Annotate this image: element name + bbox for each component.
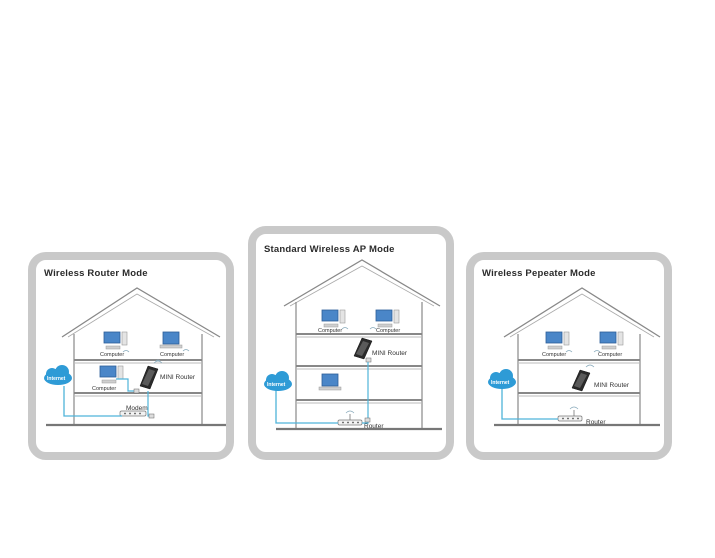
plug-icon	[365, 357, 372, 363]
mini-router-icon	[139, 359, 163, 390]
computer-label: Computer	[542, 352, 566, 358]
panel-wireless-router-mode: Wireless Router Mode Computer Computer	[28, 252, 234, 460]
computer-icon	[545, 331, 573, 353]
computer-label: Computer	[100, 352, 124, 358]
computer-label: Computer	[160, 352, 184, 358]
computer-icon	[99, 365, 124, 384]
computer-icon	[103, 331, 130, 353]
internet-cable	[275, 390, 338, 424]
internet-cable	[63, 386, 122, 417]
router-icon	[337, 410, 363, 426]
house-diagram: Computer Computer MINI Router Router	[488, 287, 661, 427]
computer-label: Computer	[376, 328, 400, 334]
roof	[61, 287, 221, 338]
internet-cloud-icon: Internet	[44, 365, 72, 385]
house-diagram: Computer Computer MINI Router	[264, 259, 442, 431]
laptop-icon	[159, 331, 190, 352]
computer-label: Computer	[92, 386, 116, 392]
router-modem-cable	[147, 391, 150, 417]
internet-label: Internet	[47, 376, 66, 382]
mini-router-label: MINI Router	[372, 350, 408, 357]
plug-icon	[364, 417, 371, 423]
internet-cloud-icon: Internet	[488, 369, 516, 389]
panel-wireless-repeater-mode: Wireless Pepeater Mode Computer Computer	[466, 252, 672, 460]
router-ap-cable	[362, 362, 369, 424]
computer-cable	[116, 378, 136, 392]
mini-router-icon	[571, 364, 595, 392]
mini-router-icon	[353, 337, 373, 360]
computer-label: Computer	[598, 352, 622, 358]
modem-label: Modem	[126, 405, 148, 412]
plug-icon	[148, 413, 155, 419]
computer-icon	[369, 309, 400, 330]
panel-title: Standard Wireless AP Mode	[264, 244, 395, 255]
computer-icon	[321, 309, 349, 330]
modem-icon	[119, 410, 147, 417]
internet-cloud-icon: Internet	[264, 371, 292, 391]
router-label: Router	[586, 419, 606, 426]
house-diagram: Computer Computer Computer MINI Router	[44, 287, 226, 427]
internet-cable	[501, 388, 558, 420]
laptop-icon	[318, 373, 342, 391]
plug-icon	[133, 388, 140, 394]
router-label: Router	[364, 423, 384, 430]
computer-icon	[593, 331, 624, 353]
panel-title: Wireless Pepeater Mode	[482, 268, 596, 279]
mini-router-label: MINI Router	[160, 374, 196, 381]
mini-router-label: MINI Router	[594, 382, 630, 389]
panel-standard-wireless-ap-mode: Standard Wireless AP Mode Computer Compu…	[248, 226, 454, 460]
roof	[283, 259, 441, 307]
router-icon	[557, 406, 583, 422]
internet-label: Internet	[491, 380, 510, 386]
computer-label: Computer	[318, 328, 342, 334]
internet-label: Internet	[267, 382, 286, 388]
roof	[503, 287, 661, 338]
panel-title: Wireless Router Mode	[44, 268, 148, 279]
